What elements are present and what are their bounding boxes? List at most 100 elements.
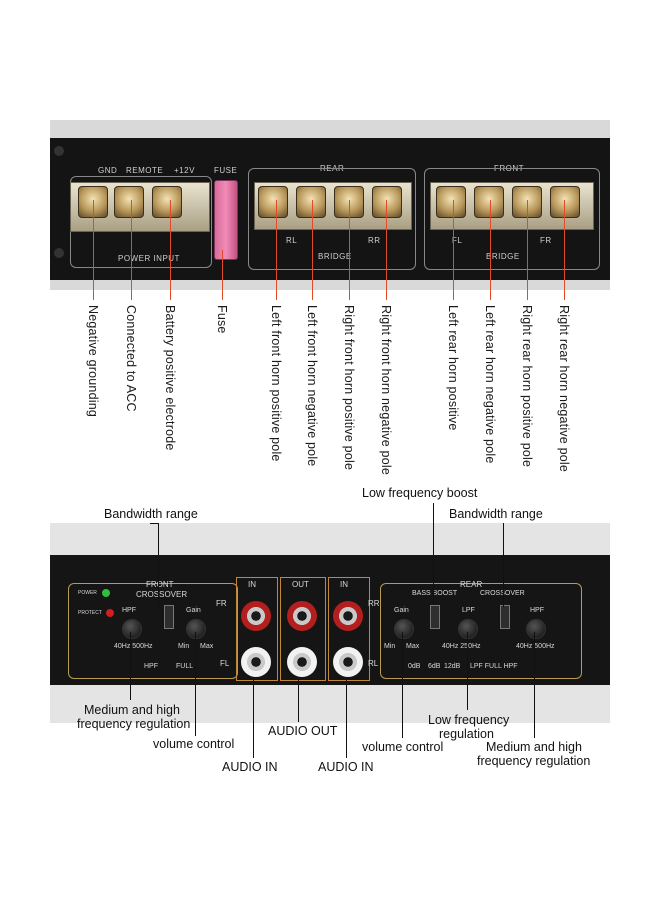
leader-line [222,250,223,300]
ann-bandwidth-right: Bandwidth range [449,507,543,521]
silk-in-rear: IN [340,580,348,589]
leader-line [490,200,491,300]
rca-in-fr-jack[interactable] [241,601,271,631]
rear-terminal-outline [248,168,416,270]
label-rr-positive: Right rear horn positive pole [520,305,534,468]
label-connected-acc: Connected to ACC [124,305,138,412]
silk-fl: FL [452,236,463,245]
bottom-control-panel: FRONT CROSSOVER POWER PROTECT HPF 40Hz 5… [50,555,610,685]
protect-led-icon [106,609,114,617]
rear-hpf-knob[interactable] [526,619,546,639]
silk-full: FULL [176,663,194,670]
leader-line [130,632,131,700]
silk-bridge-front: BRIDGE [486,252,520,261]
silk-max-rear: Max [406,643,420,650]
silk-hpf-rear: HPF [530,607,544,614]
silk-12v: +12V [174,166,195,175]
ann-volume-right: volume control [362,740,444,754]
front-gain-knob[interactable] [186,619,206,639]
label-rr-negative: Right rear horn negative pole [557,305,571,473]
leader-line [312,200,313,300]
rear-control-outline [380,583,582,679]
silk-fr-rca: FR [216,599,227,608]
ann-med-high-left-2: frequency regulation [77,717,191,731]
label-battery-positive: Battery positive electrode [163,305,177,451]
leader-line [253,680,254,758]
fl-negative-screw-icon [474,186,504,218]
leader-line [534,632,535,738]
leader-line [298,680,299,722]
rl-positive-screw-icon [258,186,288,218]
silk-hpf: HPF [122,607,136,614]
rca-in-front-box [236,577,278,681]
silk-rl-rca: RL [368,659,379,668]
silk-fl-rca: FL [220,659,230,668]
front-control-outline [68,583,238,679]
rca-in-rear-box [328,577,370,681]
rca-in-rl-jack[interactable] [333,647,363,677]
label-rf-positive: Right front horn positive pole [342,305,356,471]
ann-med-high-right-1: Medium and high [486,740,582,754]
leader-line [170,200,171,300]
silk-freq-front: 40Hz 500Hz [114,643,153,650]
rear-crossover-switch[interactable] [500,605,510,629]
silk-min-rear: Min [384,643,396,650]
rear-lpf-knob[interactable] [458,619,478,639]
ann-audio-out: AUDIO OUT [268,724,338,738]
silk-6db: 6dB [428,663,441,670]
silk-lpf: LPF [462,607,475,614]
battery-terminal-screw-icon [152,186,182,218]
silk-rr: RR [368,236,381,245]
leader-line [527,200,528,300]
ann-low-freq-boost: Low frequency boost [362,486,478,500]
rca-in-fl-jack[interactable] [241,647,271,677]
silk-bass-boost: BASS BOOST [412,590,458,597]
rca-out-right-jack[interactable] [287,601,317,631]
silk-out: OUT [292,580,309,589]
ann-med-high-right-2: frequency regulation [477,754,591,768]
top-terminal-panel: GND REMOTE +12V FUSE POWER INPUT REAR RL… [50,138,610,280]
rear-gain-knob[interactable] [394,619,414,639]
silk-freq-lpf: 40Hz 250Hz [442,643,481,650]
silk-bridge-rear: BRIDGE [318,252,352,261]
label-lf-positive: Left front horn positive pole [269,305,283,462]
mount-screw-icon [54,248,64,258]
leader-line [467,632,468,710]
silk-hpf-lower: HPF [144,663,158,670]
front-terminal-outline [424,168,600,270]
bass-boost-switch[interactable] [430,605,440,629]
front-crossover-switch[interactable] [164,605,174,629]
silk-power: POWER [78,590,97,596]
leader-line [433,503,434,605]
leader-line [402,632,403,738]
fl-positive-screw-icon [436,186,466,218]
leader-line [503,523,504,607]
power-led-icon [102,589,110,597]
ann-volume-left: volume control [153,737,235,751]
leader-line [276,200,277,300]
silk-fuse: FUSE [214,166,238,175]
ann-bandwidth-left: Bandwidth range [104,507,198,521]
silk-rl: RL [286,236,298,245]
front-hpf-knob[interactable] [122,619,142,639]
label-rf-negative: Right front horn negative pole [379,305,393,475]
silk-0db: 0dB [408,663,421,670]
ann-audio-in-right: AUDIO IN [318,760,374,774]
silk-rear-ctrl: REAR [460,580,483,589]
silk-min-front: Min [178,643,190,650]
silk-rr-rca: RR [368,599,380,608]
label-fuse: Fuse [215,305,229,334]
silk-freq-hpf-rear: 40Hz 500Hz [516,643,555,650]
rca-in-rr-jack[interactable] [333,601,363,631]
mount-screw-icon [54,146,64,156]
silk-crossover-rear: CROSSOVER [480,590,525,597]
leader-line [346,680,347,758]
silk-fr: FR [540,236,552,245]
ann-med-high-left-1: Medium and high [84,703,180,717]
ann-low-freq-reg-1: Low frequency [428,713,510,727]
rca-out-left-jack[interactable] [287,647,317,677]
leader-line [93,200,94,300]
silk-full-hpf: LPF FULL HPF [470,663,518,670]
silk-crossover-front: CROSSOVER [136,590,188,599]
label-negative-grounding: Negative grounding [86,305,100,418]
